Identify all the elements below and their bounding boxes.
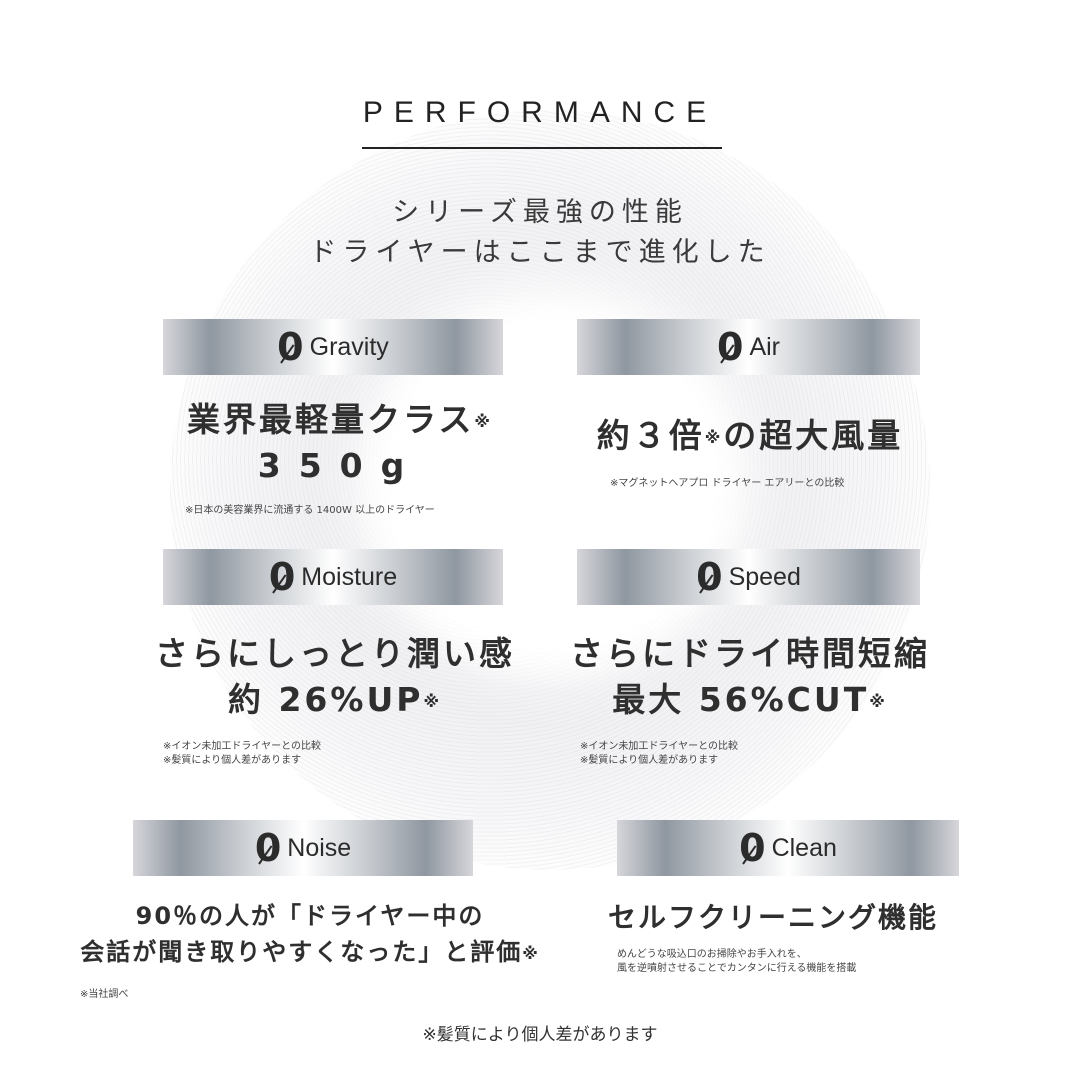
noise-note: ※当社調べ (80, 989, 129, 1000)
zero-icon: 0 (254, 826, 282, 870)
gravity-line-1: 業界最軽量クラス (187, 400, 475, 439)
clean-note-2: 風を逆噴射させることでカンタンに行える機能を搭載 (617, 963, 857, 974)
moisture-bar: 0 Moisture (163, 549, 503, 605)
air-mark: ※ (704, 428, 724, 447)
speed-headline: さらにドライ時間短縮 最大 56%CUT※ (560, 634, 940, 720)
air-line-2: の超大風量 (723, 416, 904, 455)
intro-line-1: シリーズ最強の性能 (392, 197, 688, 228)
moisture-headline: さらにしっとり潤い感 約 26%UP※ (150, 634, 520, 720)
zero-icon: 0 (277, 325, 304, 369)
zero-icon: 0 (268, 555, 296, 599)
moisture-line-1: さらにしっとり潤い感 (155, 634, 515, 673)
air-bar: 0 Air (577, 319, 920, 375)
moisture-note-2: ※髪質により個人差があります (163, 755, 302, 766)
gravity-mark: ※ (474, 412, 493, 431)
speed-note-2: ※髪質により個人差があります (580, 755, 719, 766)
air-label: Air (749, 332, 780, 361)
zero-icon: 0 (716, 325, 744, 369)
speed-line-2: 最大 56%CUT (612, 680, 870, 719)
noise-label: Noise (287, 833, 352, 862)
noise-headline: 90％の人が「ドライヤー中の 会話が聞き取りやすくなった」と評価※ (70, 898, 550, 970)
moisture-mark: ※ (423, 692, 443, 711)
zero-icon: 0 (696, 555, 723, 599)
speed-mark: ※ (869, 692, 888, 711)
moisture-label: Moisture (301, 562, 398, 591)
section-heading: PERFORMANCE (362, 96, 718, 129)
noise-bar: 0 Noise (133, 820, 473, 876)
clean-bar: 0 Clean (617, 820, 959, 876)
footer-note: ※髪質により個人差があります (422, 1025, 658, 1045)
clean-label: Clean (771, 833, 837, 862)
speed-label: Speed (728, 562, 801, 591)
intro-line-2: ドライヤーはここまで進化した (309, 237, 771, 268)
air-note: ※マグネットヘアプロ ドライヤー エアリーとの比較 (610, 478, 845, 489)
gravity-label: Gravity (309, 332, 389, 361)
gravity-bar: 0 Gravity (163, 319, 503, 375)
clean-note-1: めんどうな吸込口のお掃除やお手入れを、 (617, 949, 807, 960)
speed-bar: 0 Speed (577, 549, 920, 605)
gravity-note: ※日本の美容業界に流通する 1400W 以上のドライヤー (185, 505, 435, 516)
heading-underline (362, 147, 722, 149)
moisture-line-2: 約 26%UP (227, 680, 424, 719)
speed-notes: ※イオン未加工ドライヤーとの比較 ※髪質により個人差があります (580, 740, 738, 768)
moisture-notes: ※イオン未加工ドライヤーとの比較 ※髪質により個人差があります (163, 740, 321, 768)
clean-headline: セルフクリーニング機能 (608, 901, 939, 934)
speed-line-1: さらにドライ時間短縮 (570, 634, 930, 673)
speed-note-1: ※イオン未加工ドライヤーとの比較 (580, 741, 738, 752)
clean-notes: めんどうな吸込口のお掃除やお手入れを、 風を逆噴射させることでカンタンに行える機… (617, 948, 856, 976)
noise-mark: ※ (522, 944, 540, 963)
gravity-headline: 業界最軽量クラス※ 350g (150, 400, 530, 486)
zero-icon: 0 (739, 826, 766, 870)
noise-line-2: 会話が聞き取りやすくなった」と評価 (80, 938, 523, 966)
moisture-note-1: ※イオン未加工ドライヤーとの比較 (163, 741, 321, 752)
air-headline: 約３倍※の超大風量 (560, 416, 940, 456)
noise-line-1: 90％の人が「ドライヤー中の (135, 902, 485, 930)
gravity-line-2: 350g (257, 446, 423, 485)
air-line-1: 約３倍 (596, 416, 705, 455)
